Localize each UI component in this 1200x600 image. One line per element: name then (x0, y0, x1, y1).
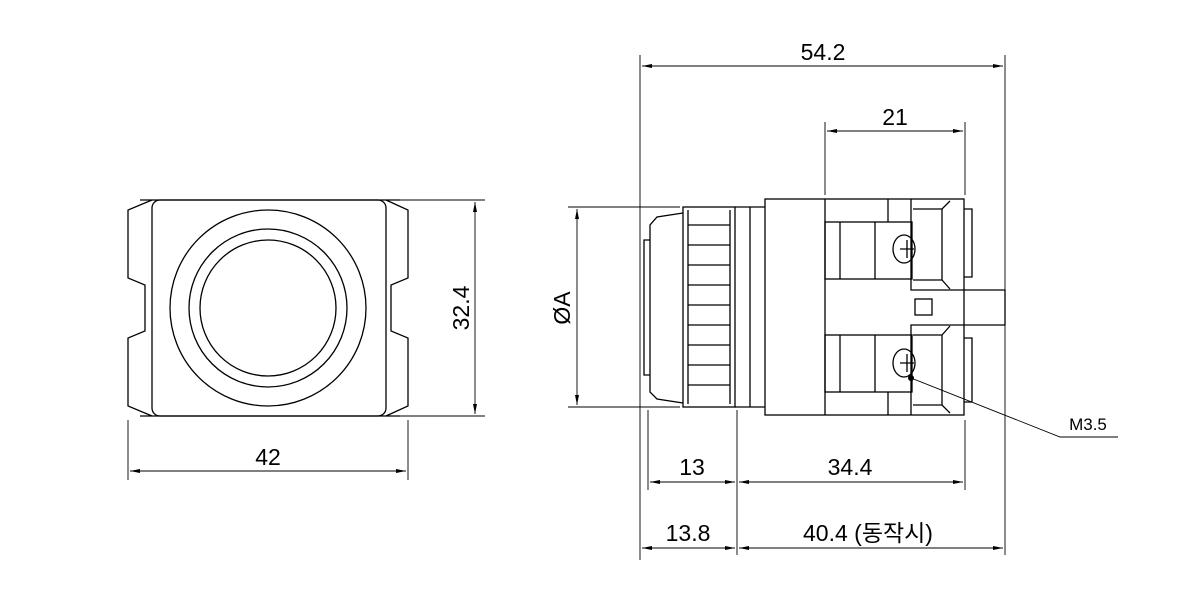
front-length-dimension: 13 (679, 454, 705, 480)
front-view: 42 32.4 (127, 199, 485, 480)
body-length-dimension: 34.4 (828, 454, 873, 480)
height-dimension: 32.4 (448, 285, 474, 330)
width-dimension: 42 (255, 444, 281, 470)
terminal-length-dimension: 21 (882, 104, 908, 130)
screw-size-label: M3.5 (1069, 415, 1107, 434)
front-length-pressed-dimension: 13.8 (666, 520, 711, 546)
side-view: 54.2 21 ØA 13 34.4 13.8 40.4 (동작시) M3.5 (549, 39, 1118, 560)
overall-length-dimension: 54.2 (801, 39, 846, 65)
terminal-screw-icon (892, 348, 916, 381)
terminal-screw-icon (892, 234, 916, 264)
diameter-dimension: ØA (549, 291, 575, 325)
body-length-pressed-dimension: 40.4 (동작시) (803, 520, 933, 546)
